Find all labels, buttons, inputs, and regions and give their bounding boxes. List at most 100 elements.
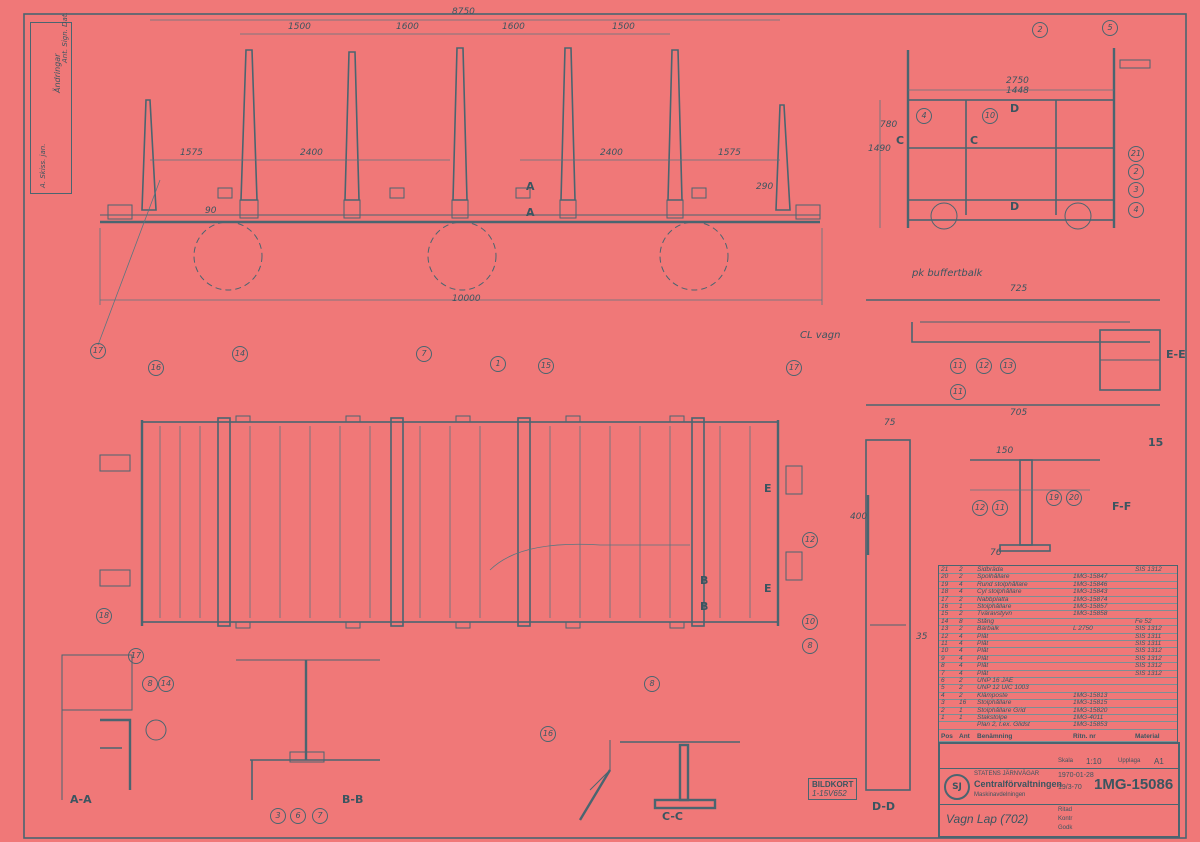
wheel-2: [427, 221, 497, 291]
parts-cell-qty: 4: [959, 580, 963, 588]
balloon-11: 11: [950, 358, 966, 374]
parts-cell-desc: Tväravstyvn: [977, 610, 1013, 618]
balloon-8c: 8: [802, 638, 818, 654]
dd-body: [865, 439, 911, 791]
parts-cell-qty: 4: [959, 640, 963, 647]
pocket: [235, 621, 251, 629]
dim-sp4: 1500: [612, 22, 635, 32]
parts-header-mat: Material: [1135, 733, 1160, 740]
note-75: 75: [884, 418, 896, 428]
parts-cell-desc: Plåt: [977, 640, 989, 647]
balloon-4b: 4: [916, 108, 932, 124]
deck-outline: [141, 421, 779, 623]
parts-cell-no: 17: [941, 595, 949, 603]
coupler-plan: [785, 551, 803, 581]
parts-cell-ref: 1MG-15858: [1073, 610, 1108, 618]
marker-a: A: [526, 180, 535, 193]
balloon-10: 10: [982, 108, 998, 124]
parts-cell-ref: 1MG-15813: [1073, 691, 1108, 699]
note-150: 150: [996, 446, 1014, 456]
balloon-12b: 12: [976, 358, 992, 374]
dim-h1: 780: [880, 120, 898, 130]
stake-foot: [343, 199, 361, 219]
parts-cell-ref: 1MG-15874: [1073, 595, 1108, 603]
pocket: [345, 621, 361, 629]
parts-cell-no: 1: [941, 714, 945, 721]
org-dept: Maskinavdelningen: [974, 792, 1026, 798]
note-buffer: pk buffertbalk: [912, 268, 983, 279]
cross-beam: [390, 417, 404, 627]
bb-clamp: [289, 751, 325, 763]
balloon-19: 19: [1046, 490, 1062, 506]
dim-sp2: 1600: [396, 22, 419, 32]
section-ff: [970, 459, 1100, 552]
parts-cell-qty: 4: [959, 662, 963, 670]
parts-cell-no: 2: [941, 706, 945, 714]
scale-value: 1:10: [1086, 757, 1102, 766]
balloon-2b: 2: [1128, 164, 1144, 180]
pocket: [455, 415, 471, 423]
parts-cell-no: 19: [941, 580, 949, 588]
parts-cell-no: 13: [941, 625, 949, 633]
sheet-value: A1: [1154, 757, 1164, 766]
parts-header-desc: Benämning: [977, 733, 1013, 740]
parts-cell-qty: 1: [959, 603, 963, 610]
parts-cell-ref: L 2750: [1073, 625, 1093, 633]
label-15: 15: [1148, 436, 1164, 449]
balloon-4: 4: [1128, 202, 1144, 218]
parts-header-ref: Ritn. nr: [1073, 733, 1096, 740]
field-ritad: Ritad: [1058, 807, 1073, 813]
label-cc: C-C: [662, 810, 683, 823]
label-ff: F-F: [1112, 500, 1132, 513]
label-aa: A-A: [70, 793, 92, 806]
org-small: STATENS JÄRNVÄGAR: [974, 771, 1040, 777]
dim-sp1: 1500: [288, 22, 311, 32]
parts-header: Pos Ant Benämning Ritn. nr Material: [939, 732, 1177, 742]
parts-cell-ref: 1MG-15847: [1073, 573, 1108, 581]
org-name: Centralförvaltningen: [974, 779, 1063, 789]
end-view: [879, 48, 1151, 230]
parts-cell-mat: SIS 1312: [1135, 625, 1162, 633]
parts-cell-desc: Stolphållare Grid: [977, 706, 1026, 714]
parts-cell-qty: 2: [959, 677, 963, 684]
balloon-7: 7: [416, 346, 432, 362]
ff-flange: [999, 544, 1051, 552]
balloon-21: 21: [1128, 146, 1144, 162]
balloon-10b: 10: [802, 614, 818, 630]
parts-cell-desc: UNP 16 JAE: [977, 677, 1014, 684]
buffer-right: [795, 204, 821, 220]
stamp-number: 1-15V652: [812, 789, 847, 798]
balloon-17b: 17: [786, 360, 802, 376]
parts-cell-qty: 2: [959, 566, 963, 573]
dim-sp3: 1600: [502, 22, 525, 32]
dim-h2: 1490: [868, 144, 891, 154]
note-76: 76: [990, 548, 1002, 558]
cross-beam: [517, 417, 531, 627]
parts-cell-qty: 4: [959, 654, 963, 662]
parts-cell-qty: 2: [959, 595, 963, 603]
title-block: SJ STATENS JÄRNVÄGAR Centralförvaltninge…: [938, 742, 1180, 838]
stake-foot: [559, 199, 577, 219]
field-sheet-label: Upplaga: [1118, 758, 1141, 764]
dim-length: 10000: [452, 294, 481, 304]
dim-left: 1575: [180, 148, 203, 158]
parts-cell-ref: 1MG-15857: [1073, 603, 1108, 610]
parts-cell-qty: 1: [959, 706, 963, 714]
cc-edge: [589, 740, 611, 791]
parts-cell-no: 6: [941, 677, 945, 684]
sj-logo: SJ: [944, 774, 970, 800]
balloon-8: 8: [142, 676, 158, 692]
parts-cell-qty: 4: [959, 588, 963, 596]
parts-cell-desc: Plåt: [977, 662, 989, 670]
stamp-title: BILDKORT: [812, 780, 854, 789]
parts-cell-no: 11: [941, 640, 948, 647]
cc-web: [678, 743, 690, 802]
balloon-16b: 16: [540, 726, 556, 742]
